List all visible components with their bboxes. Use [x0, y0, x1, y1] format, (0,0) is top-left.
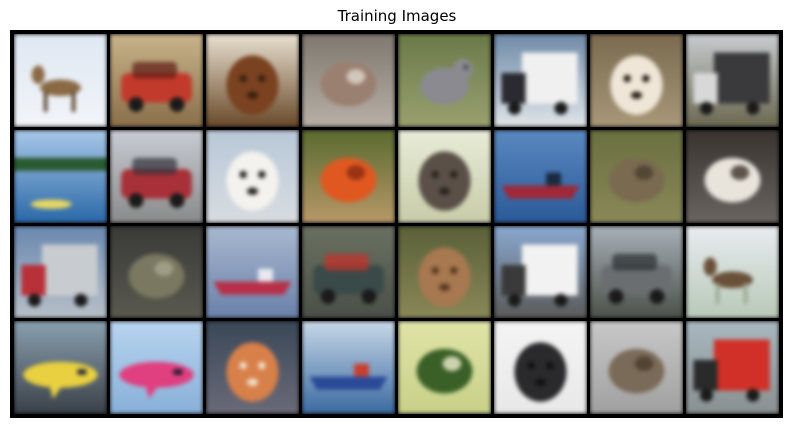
image-tile-road-truck: [590, 225, 683, 319]
image-tile-pink-plane: [110, 321, 203, 414]
image-tile-white-dog: [206, 129, 299, 223]
image-tile-truck-front: [14, 225, 107, 319]
image-tile-sitting-cat: [590, 321, 683, 414]
image-tile-sedan: [302, 225, 395, 319]
image-tile-deer: [14, 34, 107, 127]
image-tile-dark-truck: [686, 34, 779, 127]
image-tile-frog-in-grass: [590, 129, 683, 223]
image-tile-horse-closeup: [398, 129, 491, 223]
image-tile-red-ship: [206, 225, 299, 319]
image-tile-small-plane: [14, 321, 107, 414]
image-tile-toad: [110, 225, 203, 319]
image-tile-pomeranian: [206, 321, 299, 414]
image-tile-boat-on-lake: [14, 129, 107, 223]
image-tile-puppy: [590, 34, 683, 127]
image-tile-fire-truck: [686, 321, 779, 414]
image-tile-black-cat: [494, 321, 587, 414]
image-tile-bird: [398, 34, 491, 127]
figure-title: Training Images: [337, 7, 457, 25]
image-tile-white-truck: [494, 34, 587, 127]
image-tile-red-car: [110, 34, 203, 127]
image-tile-speed-boat: [302, 321, 395, 414]
image-tile-jeep: [110, 129, 203, 223]
image-tile-cargo-ship: [494, 129, 587, 223]
image-tile-horse-head: [206, 34, 299, 127]
image-tile-curled-animal: [686, 129, 779, 223]
image-tile-deer-in-snow: [686, 225, 779, 319]
image-tile-blurry-frog: [398, 321, 491, 414]
image-tile-cat-on-rocks: [302, 34, 395, 127]
image-tile-deer-head: [398, 225, 491, 319]
image-grid: [10, 30, 783, 418]
image-tile-box-truck: [494, 225, 587, 319]
image-tile-orange-frog: [302, 129, 395, 223]
